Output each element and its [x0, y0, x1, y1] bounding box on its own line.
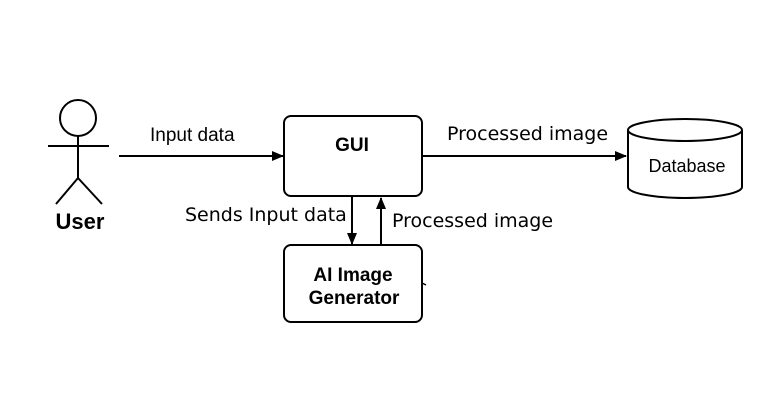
database-body	[627, 130, 743, 199]
database-top	[627, 118, 743, 142]
ai-generator-label-line2: Generator	[309, 288, 400, 309]
database-cylinder	[627, 118, 743, 199]
ai-generator-label-line1: AI Image	[313, 265, 392, 286]
database-label: Database	[648, 156, 725, 176]
user-leg-right	[77, 177, 103, 205]
edge-label-sends-input-data: Sends Input data	[185, 204, 347, 226]
gui-label: GUI	[335, 135, 369, 156]
user-head-icon	[59, 99, 97, 137]
gui-box	[283, 115, 423, 197]
edge-label-processed-image-top: Processed image	[447, 123, 608, 145]
edge-label-input-data: Input data	[150, 125, 235, 146]
ai-box-tick	[421, 282, 427, 286]
user-actor	[48, 99, 109, 205]
user-leg-left	[55, 177, 79, 205]
edge-label-processed-image-side: Processed image	[392, 210, 553, 232]
user-label: User	[56, 209, 105, 234]
